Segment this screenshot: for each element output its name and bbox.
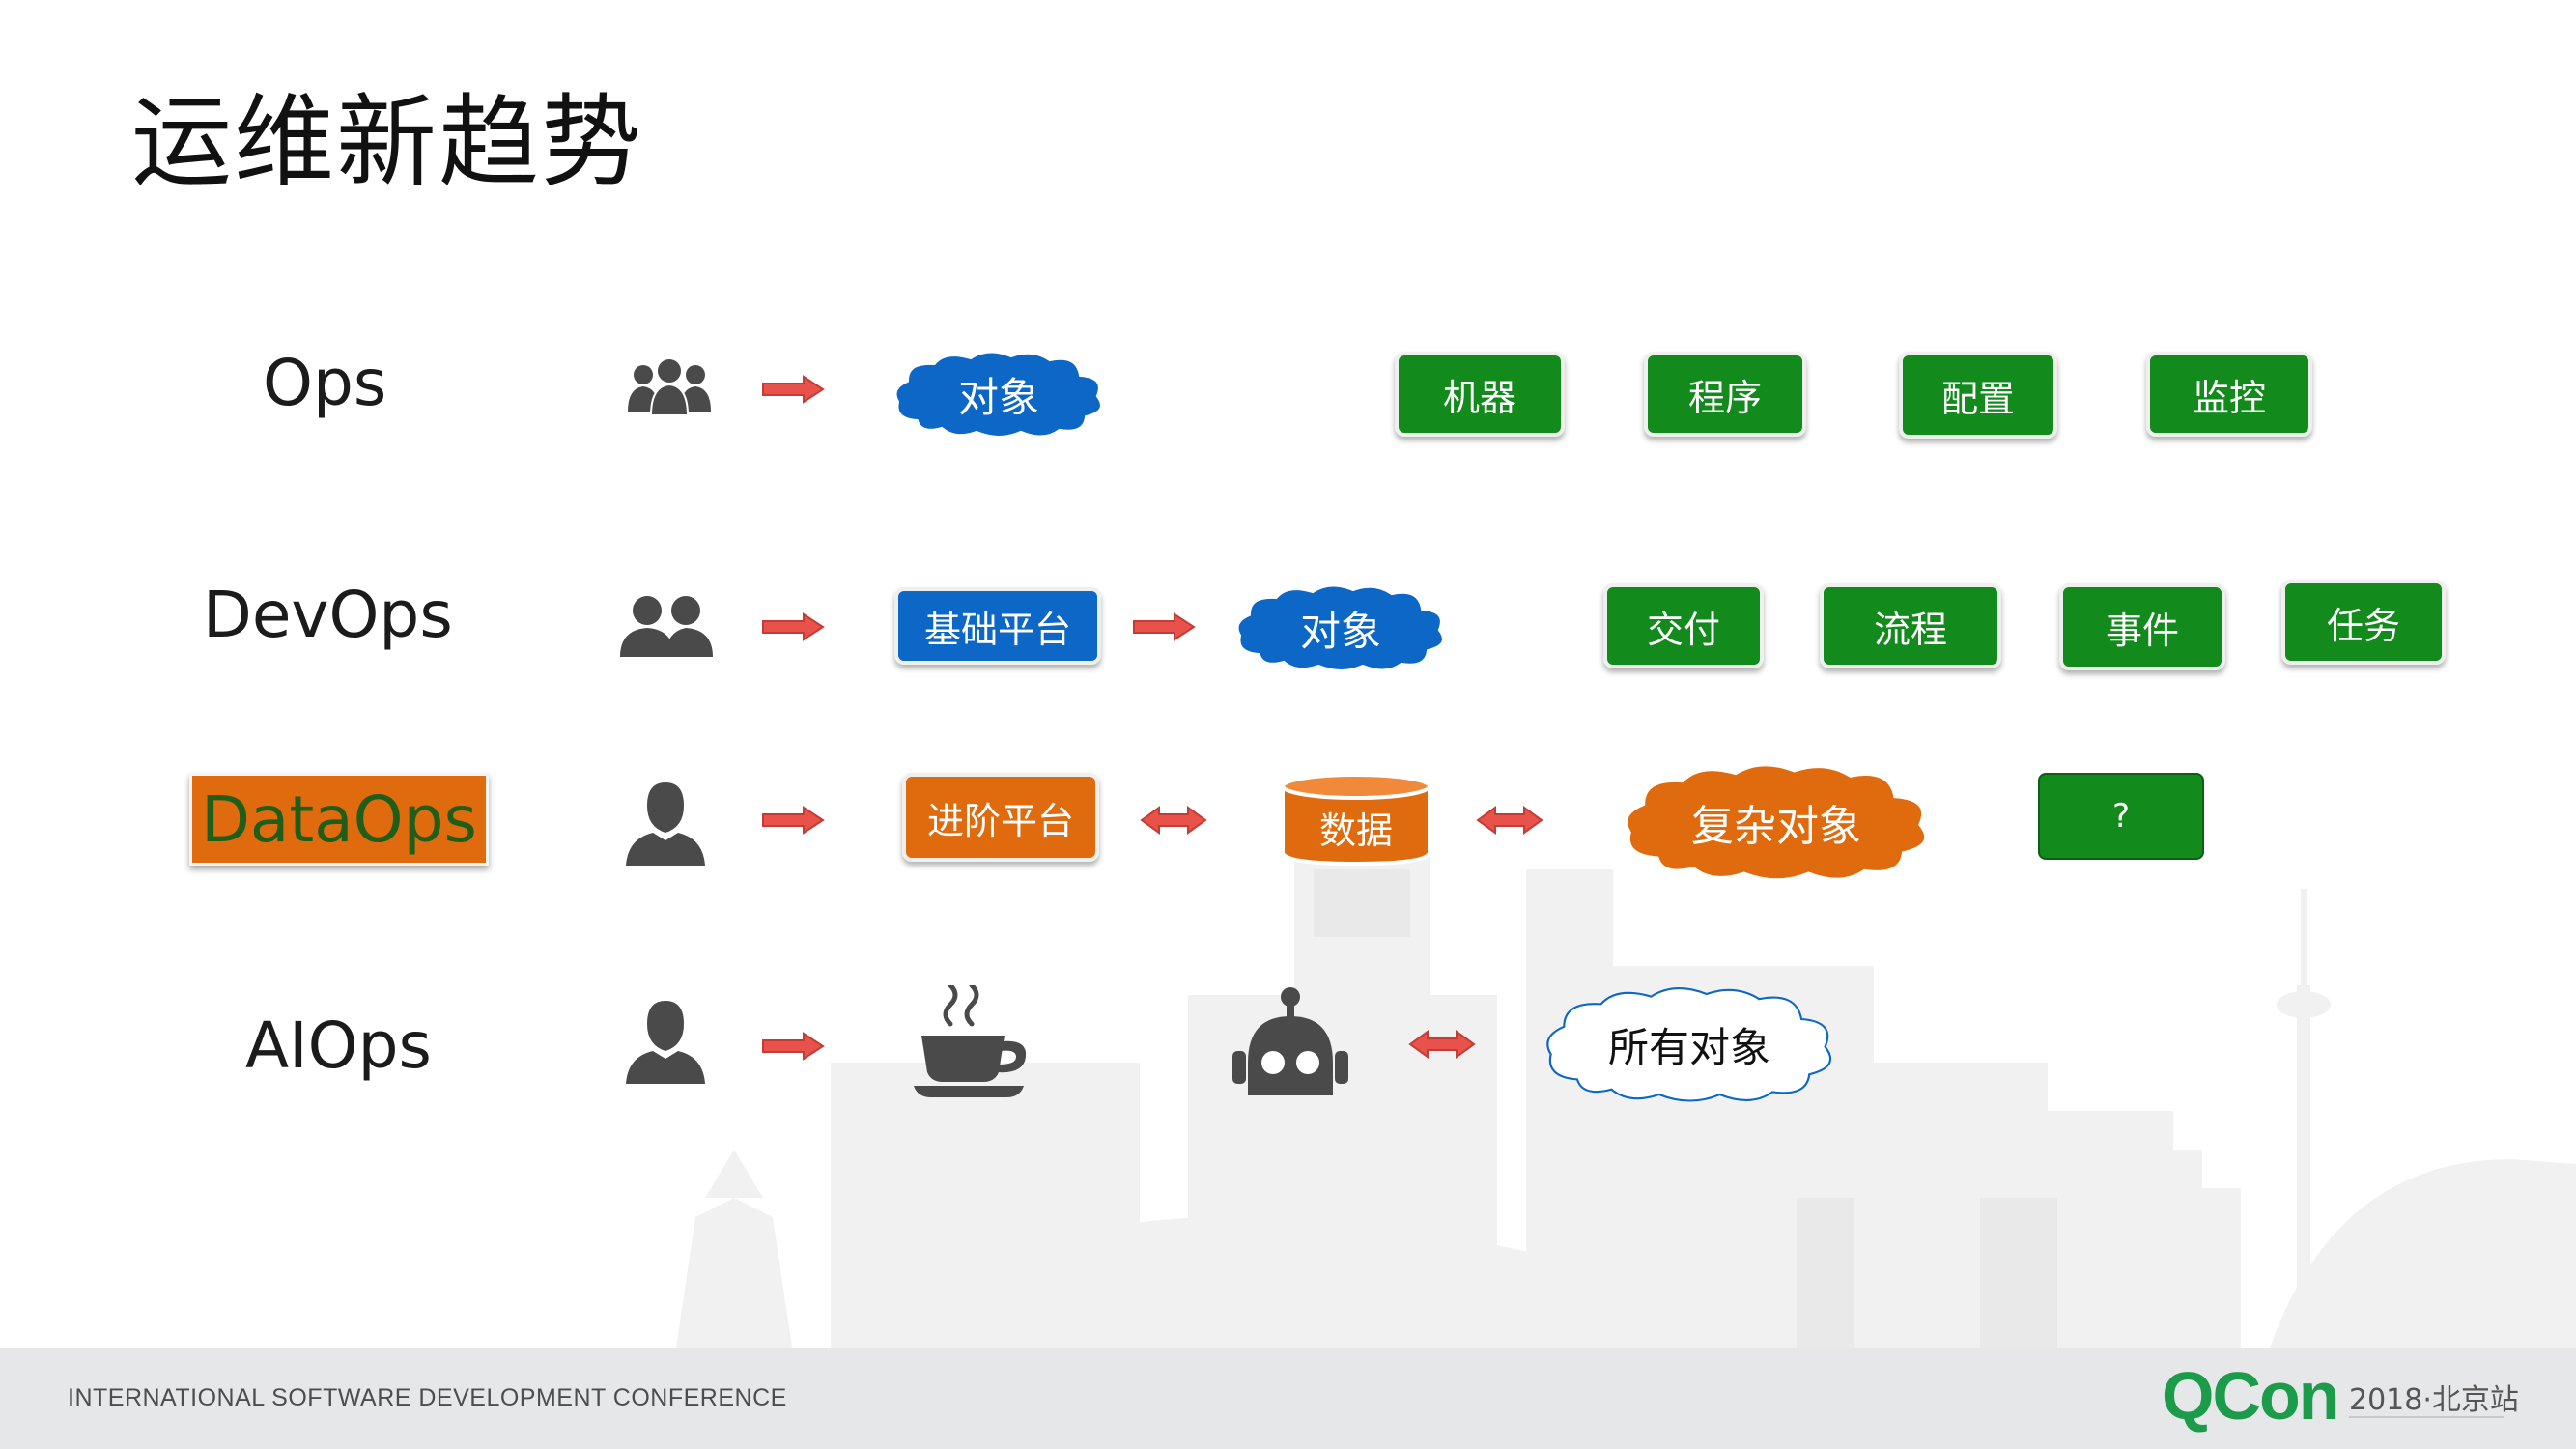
- devops-cloud-label: 对象: [1299, 607, 1381, 655]
- coffee-cup-icon: [914, 985, 1027, 1097]
- users-icon: [628, 359, 711, 416]
- arrow-right-icon: [762, 806, 825, 835]
- robot-icon: [1232, 987, 1348, 1095]
- dataops-platform: 进阶平台: [902, 773, 1099, 862]
- arrow-right-icon: [1133, 612, 1196, 641]
- row-label-devops: DevOps: [203, 578, 453, 652]
- aiops-cloud-label: 所有对象: [1607, 1023, 1770, 1071]
- footer-bar: [0, 1348, 2576, 1449]
- row-label-dataops: DataOps: [189, 773, 489, 866]
- users-pair-icon: [620, 596, 713, 657]
- qcon-logo: QCon: [2162, 1358, 2340, 1434]
- dataops-cloud-label: 复杂对象: [1691, 802, 1861, 851]
- user-icon: [626, 782, 705, 866]
- tag-process: 流程: [1820, 583, 2001, 668]
- qcon-underline: [2349, 1416, 2504, 1418]
- arrow-both-icon: [1140, 806, 1207, 835]
- cloud-shape: [1546, 987, 1832, 1102]
- user-icon: [626, 1001, 705, 1084]
- cloud-shape: [1623, 762, 1929, 883]
- database-cylinder-icon: [1281, 773, 1431, 867]
- slide-title: 运维新趋势: [131, 83, 644, 201]
- qcon-edition: 2018·北京站: [2349, 1383, 2519, 1417]
- ops-cloud-label: 对象: [957, 373, 1039, 421]
- tag-program: 程序: [1644, 352, 1806, 437]
- arrow-both-icon: [1408, 1030, 1476, 1059]
- cloud-shape: [892, 349, 1104, 440]
- row-label-aiops: AIOps: [245, 1009, 432, 1083]
- cloud-shape: [1234, 582, 1446, 673]
- arrow-right-icon: [762, 1032, 825, 1061]
- conference-name: INTERNATIONAL SOFTWARE DEVELOPMENT CONFE…: [68, 1384, 787, 1411]
- arrow-right-icon: [762, 375, 825, 404]
- tag-event: 事件: [2059, 583, 2225, 670]
- tag-unknown: ?: [2038, 773, 2204, 860]
- tag-task: 任务: [2281, 580, 2446, 665]
- tag-delivery: 交付: [1603, 583, 1764, 668]
- arrow-right-icon: [762, 612, 825, 641]
- dataops-data-label: 数据: [1318, 809, 1393, 852]
- devops-platform: 基础平台: [894, 587, 1101, 665]
- tag-config: 配置: [1899, 352, 2057, 439]
- row-label-ops: Ops: [263, 346, 387, 420]
- tag-monitor: 监控: [2146, 352, 2312, 437]
- arrow-both-icon: [1476, 806, 1543, 835]
- tag-machine: 机器: [1395, 352, 1565, 437]
